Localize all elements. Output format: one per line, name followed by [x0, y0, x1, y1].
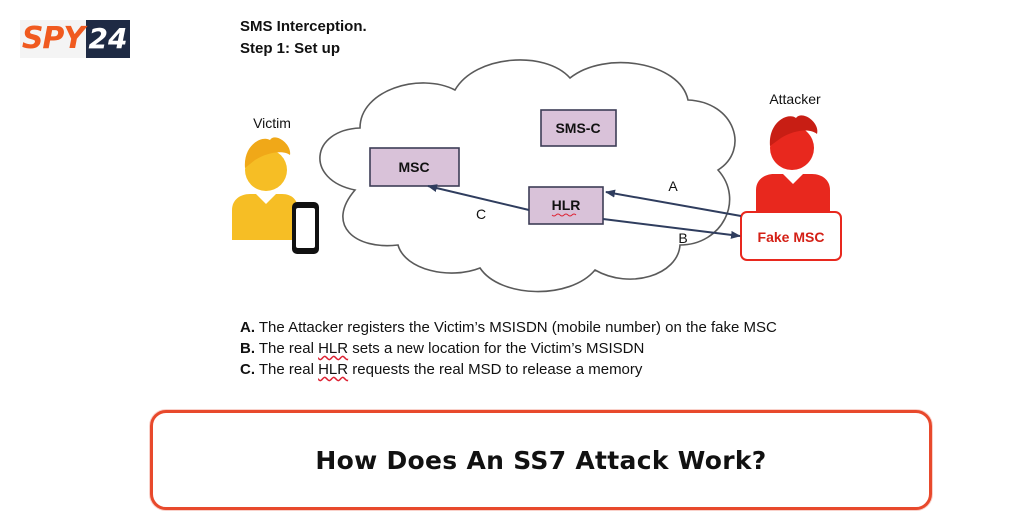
step-c: C. The real HLR requests the real MSD to…	[240, 359, 777, 380]
arrow-b	[602, 218, 741, 239]
fake-msc-node: Fake MSC	[740, 211, 842, 261]
victim-label: Victim	[253, 115, 291, 131]
attacker-label: Attacker	[769, 91, 821, 107]
step-b-post: sets a new location for the Victim’s MSI…	[348, 340, 645, 357]
logo-brand-text: SPY	[20, 20, 86, 58]
network-cloud	[319, 59, 736, 293]
hlr-label: HLR	[552, 197, 581, 213]
arrow-a-label: A	[668, 178, 678, 194]
msc-label: MSC	[398, 159, 429, 175]
fake-msc-label: Fake MSC	[758, 229, 825, 245]
headline-text: How Does An SS7 Attack Work?	[315, 445, 767, 475]
step-a-letter: A.	[240, 319, 255, 336]
smsc-node: SMS-C	[540, 109, 617, 147]
slide-title-line2: Step 1: Set up	[240, 40, 341, 57]
step-c-letter: C.	[240, 361, 255, 378]
smsc-label: SMS-C	[555, 120, 600, 136]
step-b: B. The real HLR sets a new location for …	[240, 338, 777, 359]
slide-title: SMS Interception. Step 1: Set up	[240, 16, 367, 60]
arrow-c	[427, 184, 530, 211]
step-b-hlr: HLR	[318, 340, 349, 357]
slide-title-line1: SMS Interception.	[240, 18, 367, 35]
arrow-c-label: C	[476, 206, 486, 222]
step-c-post: requests the real MSD to release a memor…	[348, 361, 643, 378]
step-b-pre: The real	[255, 340, 319, 357]
step-c-pre: The real	[255, 361, 319, 378]
msc-node: MSC	[369, 147, 460, 187]
headline-banner: How Does An SS7 Attack Work?	[150, 410, 932, 510]
step-c-hlr: HLR	[318, 361, 349, 378]
mobile-phone-icon	[292, 202, 319, 254]
step-b-letter: B.	[240, 340, 255, 357]
arrow-a	[605, 189, 742, 217]
arrow-b-label: B	[678, 230, 687, 246]
steps-list: A. The Attacker registers the Victim’s M…	[240, 317, 777, 380]
hlr-node: HLR	[528, 186, 604, 225]
spy24-logo: SPY 24	[20, 20, 130, 58]
step-a-text: The Attacker registers the Victim’s MSIS…	[255, 319, 777, 336]
victim-person-icon	[232, 137, 298, 240]
logo-number-text: 24	[88, 22, 128, 55]
attacker-person-icon	[756, 115, 830, 215]
step-a: A. The Attacker registers the Victim’s M…	[240, 317, 777, 338]
